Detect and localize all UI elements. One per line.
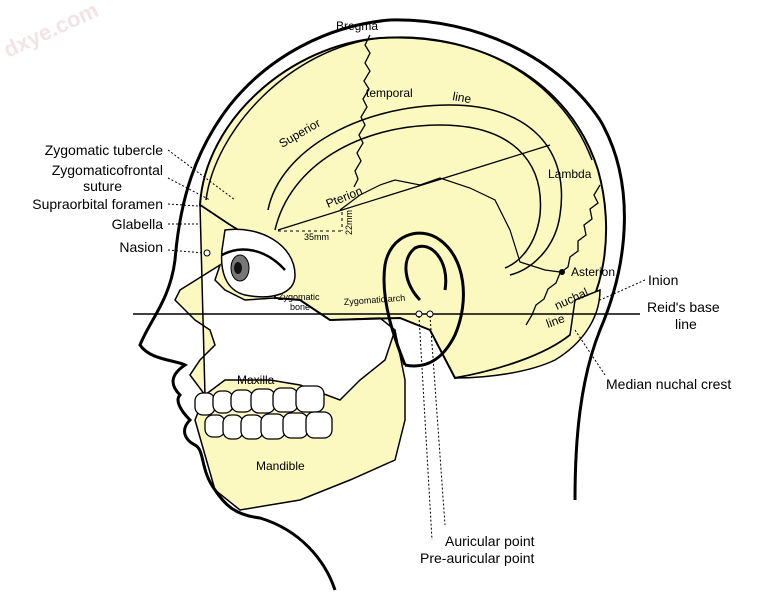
eye-pupil <box>234 262 242 274</box>
label-inion: Inion <box>648 272 678 288</box>
asterion-point <box>559 269 565 275</box>
label-zygomatic-tubercle: Zygomatic tubercle <box>45 142 163 158</box>
label-zygomatic-bone-2: bone <box>290 302 310 312</box>
lambdoid-suture <box>525 184 601 326</box>
label-temporal: temporal <box>366 86 413 100</box>
temporal-line-inferior <box>274 124 542 269</box>
leader-lines <box>167 149 646 541</box>
ear-inner <box>404 244 448 302</box>
label-zygomaticofrontal-2: suture <box>83 178 122 194</box>
label-maxilla: Maxilla <box>237 373 275 387</box>
eyelid <box>221 248 286 271</box>
label-auricular-point: Auricular point <box>445 533 535 549</box>
ear <box>382 231 465 368</box>
label-asterion: Asterion <box>571 265 615 279</box>
label-line-top: line <box>451 89 472 106</box>
label-nasion: Nasion <box>119 239 163 255</box>
label-zygomaticofrontal-1: Zygomaticofrontal <box>52 162 163 178</box>
teeth <box>194 385 333 440</box>
head-outline <box>138 18 626 591</box>
label-supraorbital-foramen: Supraorbital foramen <box>32 196 163 212</box>
label-pre-auricular-point: Pre-auricular point <box>420 550 534 566</box>
watermark: dxye.com <box>0 0 102 63</box>
pterion-line <box>277 144 551 231</box>
label-mandible: Mandible <box>256 459 305 473</box>
label-zygomatic-arch: Zygomatic arch <box>343 293 405 307</box>
label-reids-1: Reid's base <box>647 299 720 315</box>
squamosal-suture <box>339 177 561 273</box>
label-reids-2: line <box>675 316 697 332</box>
label-median-nuchal-crest: Median nuchal crest <box>606 376 731 392</box>
label-glabella: Glabella <box>112 216 164 232</box>
label-35mm: 35mm <box>304 232 329 242</box>
nasion-point <box>203 249 211 257</box>
label-bregma: Bregma <box>336 19 378 33</box>
occipital-lower <box>454 288 601 379</box>
temporal-line-superior <box>267 104 563 276</box>
label-lambda: Lambda <box>548 167 592 181</box>
coronal-suture <box>353 34 371 188</box>
label-nuchal-line: line <box>544 311 567 331</box>
scalp-line <box>205 36 593 201</box>
label-zygomatic-bone-1: Zygomatic <box>278 292 320 302</box>
label-22mm: 22mm <box>344 210 354 235</box>
